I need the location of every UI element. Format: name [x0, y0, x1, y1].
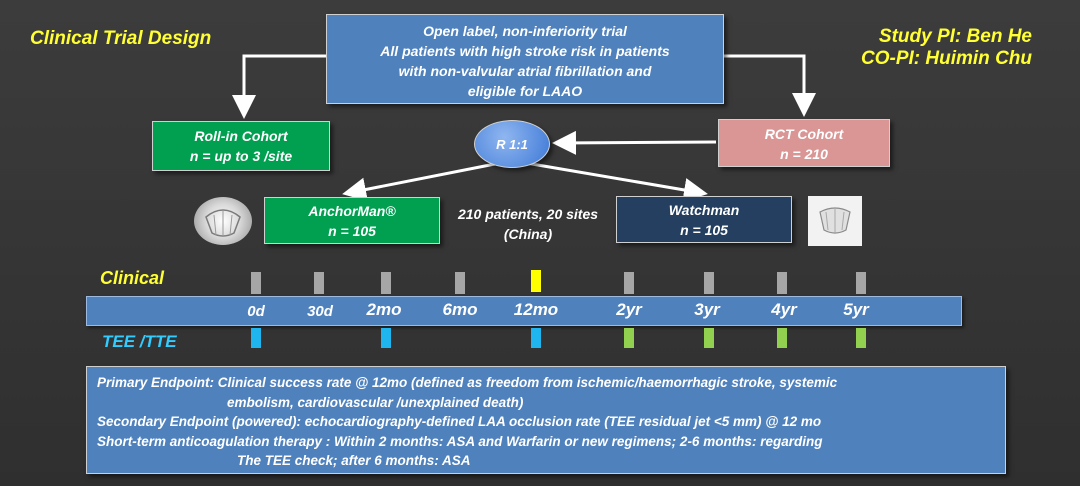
anticoagulation-therapy-cont: The TEE check; after 6 months: ASA — [237, 453, 471, 468]
clinical-visit-marker — [531, 270, 541, 292]
watchman-device-icon — [819, 207, 851, 234]
arrow-rct-to-random — [552, 130, 717, 155]
design-line: Open label, non-inferiority trial — [423, 23, 627, 39]
randomization-ellipse: R 1:1 — [474, 120, 550, 168]
rct-n: n = 210 — [780, 146, 828, 162]
timeline-label: 5yr — [843, 300, 869, 319]
design-line: with non-valvular atrial fibrillation an… — [398, 63, 652, 79]
anchorman-device-image — [194, 197, 252, 245]
arrow-design-to-rollin — [232, 54, 326, 119]
clinical-visit-marker — [381, 272, 391, 294]
primary-endpoint-cont: embolism, cardiovascular /unexplained de… — [227, 394, 524, 410]
timeline-label: 4yr — [771, 300, 797, 319]
clinical-visit-marker — [856, 272, 866, 294]
clinical-visit-marker — [704, 272, 714, 294]
investigators: Study PI: Ben He CO-PI: Huimin Chu — [846, 26, 1032, 70]
arrow-random-to-anchorman — [342, 161, 501, 202]
tee-tte-marker — [777, 328, 787, 348]
watchman-arm-box: Watchman n = 105 — [616, 196, 792, 243]
timeline-bar — [86, 296, 962, 326]
watchman-label: Watchman — [668, 202, 740, 218]
primary-endpoint: Primary Endpoint: Clinical success rate … — [97, 375, 838, 390]
enrollment-country: (China) — [503, 226, 553, 242]
timeline-label: 6mo — [442, 300, 478, 319]
tee-tte-marker — [704, 328, 714, 348]
arrow-design-to-rct — [724, 54, 816, 117]
endpoints-box: Primary Endpoint: Clinical success rate … — [86, 366, 1006, 474]
anchorman-label: AnchorMan® — [308, 203, 396, 219]
timeline-label: 12mo — [513, 300, 559, 319]
rollin-cohort-box: Roll-in Cohort n = up to 3 /site — [152, 121, 330, 171]
anchorman-arm-box: AnchorMan® n = 105 — [264, 197, 440, 244]
design-line: eligible for LAAO — [467, 83, 583, 99]
trial-design-box: Open label, non-inferiority trial All pa… — [326, 14, 724, 104]
rollin-n: n = up to 3 /site — [189, 148, 293, 164]
anchorman-device-icon — [205, 209, 241, 237]
clinical-visit-marker — [251, 272, 261, 294]
timeline-label: 0d — [247, 303, 265, 320]
timeline-label: 3yr — [694, 300, 720, 319]
enrollment-text: 210 patients, 20 sites (China) — [440, 204, 616, 244]
design-line: All patients with high stroke risk in pa… — [380, 43, 670, 59]
clinical-visit-marker — [455, 272, 465, 294]
timeline-label: 30d — [307, 303, 333, 320]
watchman-device-image — [808, 196, 862, 246]
clinical-row-label: Clinical — [100, 268, 165, 288]
timeline-label: 2mo — [366, 300, 402, 319]
tee-tte-marker — [856, 328, 866, 348]
arrow-random-to-watchman — [525, 161, 708, 202]
clinical-visit-marker — [314, 272, 324, 294]
tee-tte-marker — [624, 328, 634, 348]
tee-tte-row-label: TEE /TTE — [102, 332, 177, 351]
secondary-endpoint: Secondary Endpoint (powered): echocardio… — [97, 414, 822, 429]
watchman-n: n = 105 — [680, 222, 728, 238]
tee-tte-marker — [531, 328, 541, 348]
rollin-label: Roll-in Cohort — [194, 128, 288, 144]
study-pi: Study PI: Ben He — [878, 26, 1032, 47]
anchorman-n: n = 105 — [328, 223, 376, 239]
slide-title: Clinical Trial Design — [30, 28, 212, 49]
clinical-visit-marker — [777, 272, 787, 294]
rct-label: RCT Cohort — [764, 126, 844, 142]
timeline-label: 2yr — [616, 300, 642, 319]
co-pi: CO-PI: Huimin Chu — [861, 48, 1032, 69]
rct-cohort-box: RCT Cohort n = 210 — [718, 119, 890, 167]
tee-tte-marker — [251, 328, 261, 348]
enrollment-count: 210 patients, 20 sites — [457, 206, 599, 222]
clinical-visit-marker — [624, 272, 634, 294]
anticoagulation-therapy: Short-term anticoagulation therapy : Wit… — [97, 433, 823, 449]
tee-tte-marker — [381, 328, 391, 348]
